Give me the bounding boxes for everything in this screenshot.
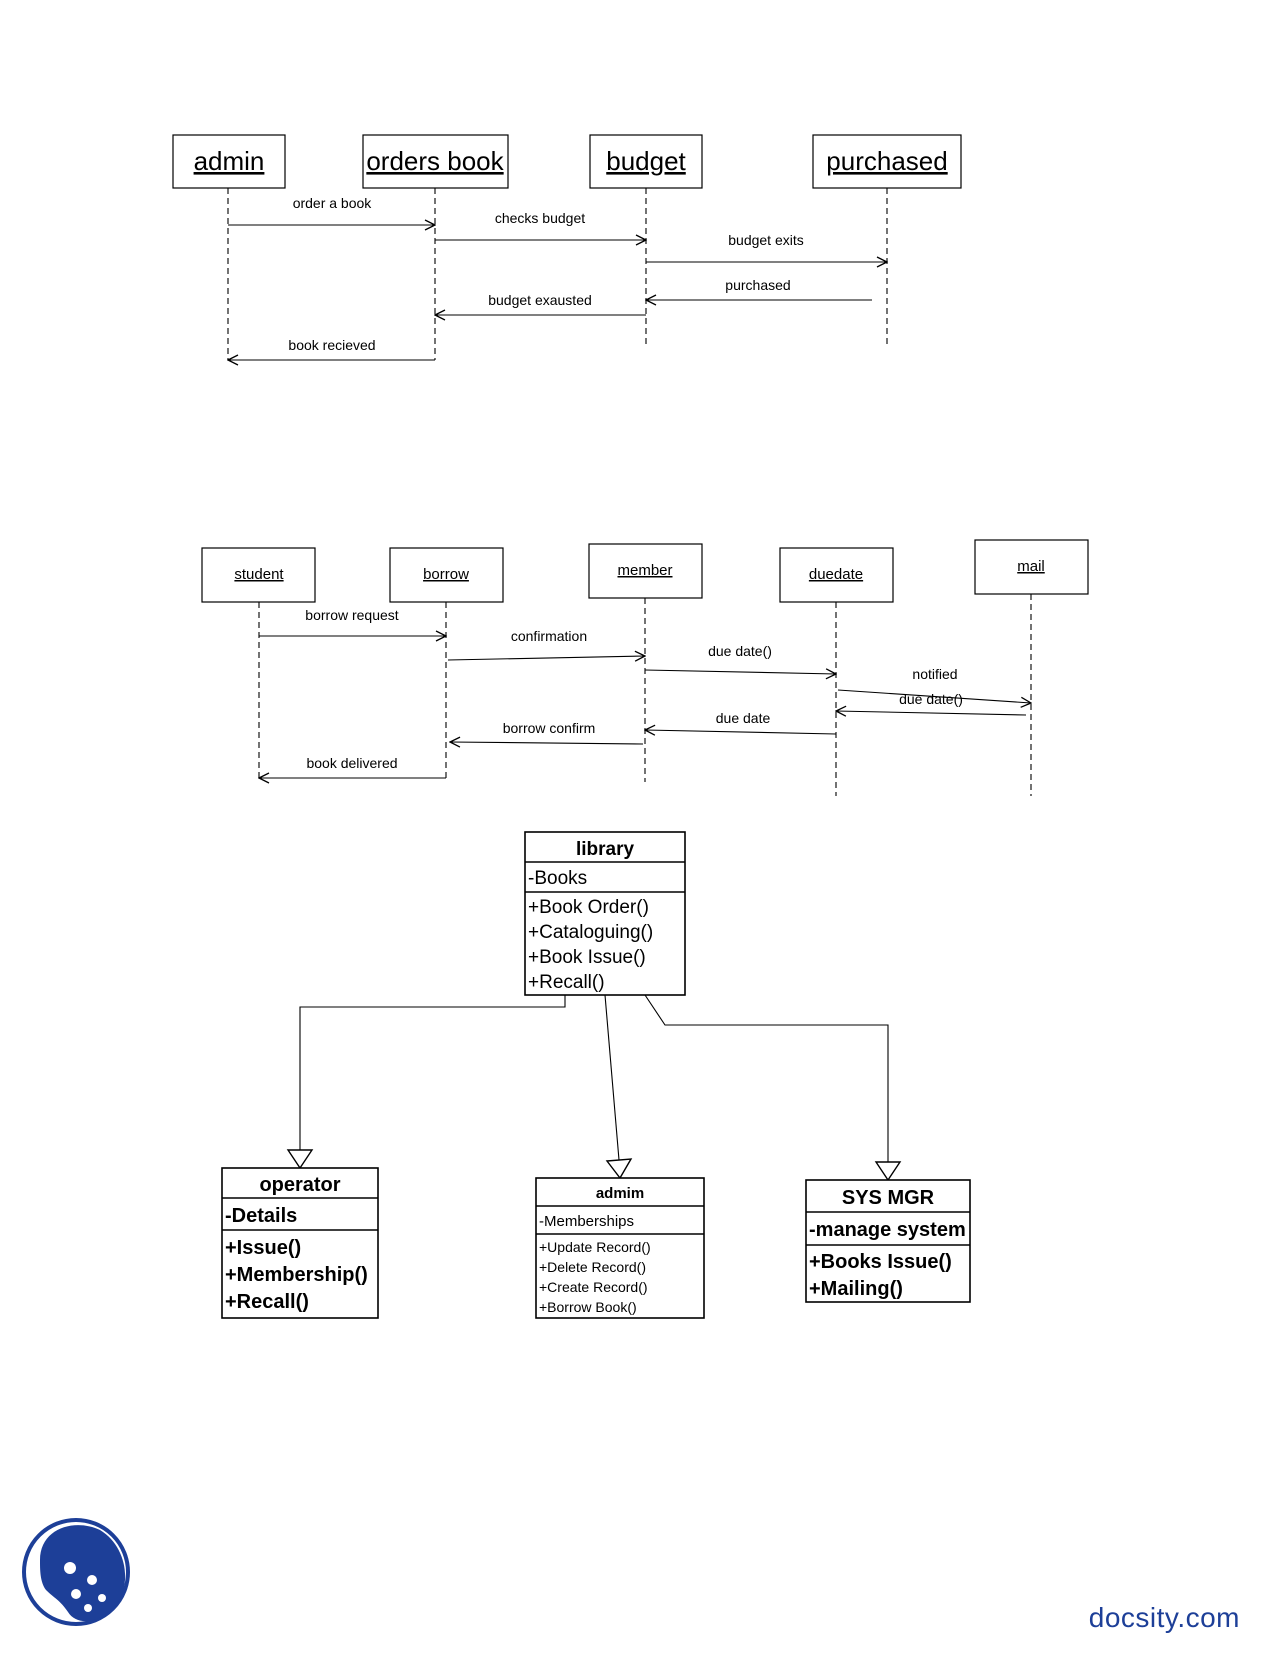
message-label: due date — [716, 710, 771, 726]
class-method: +Book Order() — [528, 897, 649, 918]
class-method: +Delete Record() — [539, 1259, 646, 1275]
class-method: +Membership() — [225, 1264, 368, 1286]
message-arrow — [644, 670, 836, 674]
lifeline-budget-box — [589, 134, 703, 189]
lifeline-mail-label: mail — [1017, 558, 1045, 575]
message-arrow — [447, 656, 645, 660]
class-sysmgr: SYS MGR -manage system +Books Issue() +M… — [805, 1179, 971, 1303]
class-library-box — [524, 831, 686, 996]
docsity-brand-text[interactable]: docsity.com — [1088, 1602, 1240, 1633]
lifeline-orders-book-label: orders book — [366, 146, 504, 176]
class-library: library -Books +Book Order() +Cataloguin… — [524, 831, 686, 996]
class-method: +Update Record() — [539, 1239, 651, 1255]
message-arrow — [645, 730, 837, 734]
message-label: checks budget — [495, 210, 585, 226]
lifeline-borrow-box — [389, 547, 504, 603]
class-method: +Borrow Book() — [539, 1299, 637, 1315]
message-label: notified — [912, 666, 957, 682]
lifeline-member-box — [588, 543, 703, 599]
docsity-logo-icon — [22, 1518, 130, 1626]
generalization-arrowhead — [874, 1161, 902, 1182]
class-attribute: -manage system — [809, 1219, 966, 1241]
generalization-sysmgr-line — [644, 994, 889, 1162]
lifeline-student-label: student — [234, 566, 284, 583]
lifeline-duedate-box — [779, 547, 894, 603]
sequence-diagram-1: admin orders book budget purchased order… — [172, 134, 962, 360]
class-name: SYS MGR — [842, 1187, 935, 1209]
message-label: confirmation — [511, 628, 587, 644]
class-admim: admim -Memberships +Update Record() +Del… — [535, 1177, 705, 1319]
lifeline-member-label: member — [617, 562, 672, 579]
message-label: book delivered — [306, 755, 397, 771]
message-label: budget exits — [728, 232, 804, 248]
class-admim-box — [535, 1177, 705, 1319]
class-attribute: -Details — [225, 1205, 297, 1227]
generalization-arrowhead — [605, 1158, 633, 1180]
class-name: library — [576, 839, 635, 860]
class-attribute: -Memberships — [539, 1213, 634, 1230]
lifeline-purchased-label: purchased — [826, 146, 947, 176]
message-label: borrow confirm — [503, 720, 596, 736]
message-label: book recieved — [288, 337, 375, 353]
message-label: order a book — [293, 195, 373, 211]
lifeline-budget-label: budget — [606, 146, 686, 176]
message-label: due date() — [899, 691, 963, 707]
class-method: +Issue() — [225, 1237, 301, 1259]
message-label: borrow request — [305, 607, 398, 623]
message-arrow — [836, 711, 1027, 715]
lifeline-purchased-box — [812, 134, 962, 189]
class-sysmgr-box — [805, 1179, 971, 1303]
sequence-diagram-2: student borrow member duedate mail borro… — [201, 539, 1089, 796]
class-method: +Books Issue() — [809, 1251, 952, 1273]
class-method: +Create Record() — [539, 1279, 648, 1295]
class-name: operator — [259, 1174, 340, 1196]
generalization-arrowhead — [286, 1149, 314, 1170]
message-label: due date() — [708, 643, 772, 659]
class-operator-box — [221, 1167, 379, 1319]
message-label: purchased — [725, 277, 790, 293]
lifeline-admin-label: admin — [194, 146, 265, 176]
class-operator: operator -Details +Issue() +Membership()… — [221, 1167, 379, 1319]
class-method: +Book Issue() — [528, 947, 646, 968]
lifeline-borrow-label: borrow — [423, 566, 469, 583]
class-method: +Recall() — [528, 972, 605, 993]
lifeline-admin-box — [172, 134, 286, 189]
class-method: +Mailing() — [809, 1278, 903, 1300]
generalization-admim-line — [604, 994, 620, 1161]
class-name: admim — [596, 1185, 644, 1202]
lifeline-duedate-label: duedate — [809, 566, 863, 583]
class-diagram: library -Books +Book Order() +Cataloguin… — [221, 831, 971, 1319]
message-arrow — [450, 742, 644, 744]
message-label: budget exausted — [488, 292, 592, 308]
lifeline-mail-box — [974, 539, 1089, 595]
lifeline-student-box — [201, 547, 316, 603]
generalization-operator-line — [299, 995, 566, 1150]
class-method: +Cataloguing() — [528, 922, 653, 943]
lifeline-orders-book-box — [362, 134, 509, 189]
message-arrow — [837, 689, 1031, 703]
class-method: +Recall() — [225, 1291, 309, 1313]
class-attribute: -Books — [528, 868, 587, 889]
